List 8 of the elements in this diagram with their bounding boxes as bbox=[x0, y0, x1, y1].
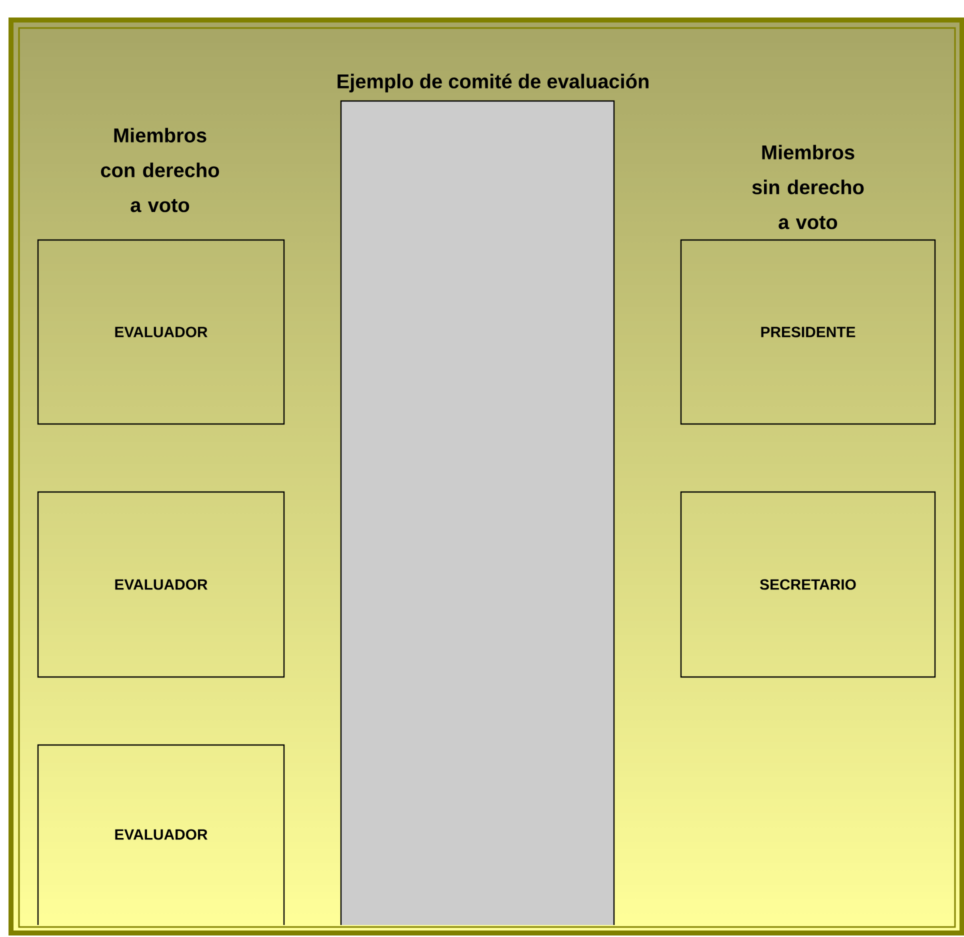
column-bar bbox=[340, 100, 615, 925]
group-heading: Miembros con derecho a voto bbox=[101, 128, 219, 212]
role-box: PRESIDENTE bbox=[680, 239, 936, 425]
role-box: SECRETARIO bbox=[680, 491, 936, 678]
role-box: EVALUADOR bbox=[37, 744, 285, 925]
role-box: EVALUADOR bbox=[37, 239, 285, 425]
role-box: EVALUADOR bbox=[37, 491, 285, 678]
diagram-title: Ejemplo de comité de evaluación bbox=[338, 74, 648, 92]
